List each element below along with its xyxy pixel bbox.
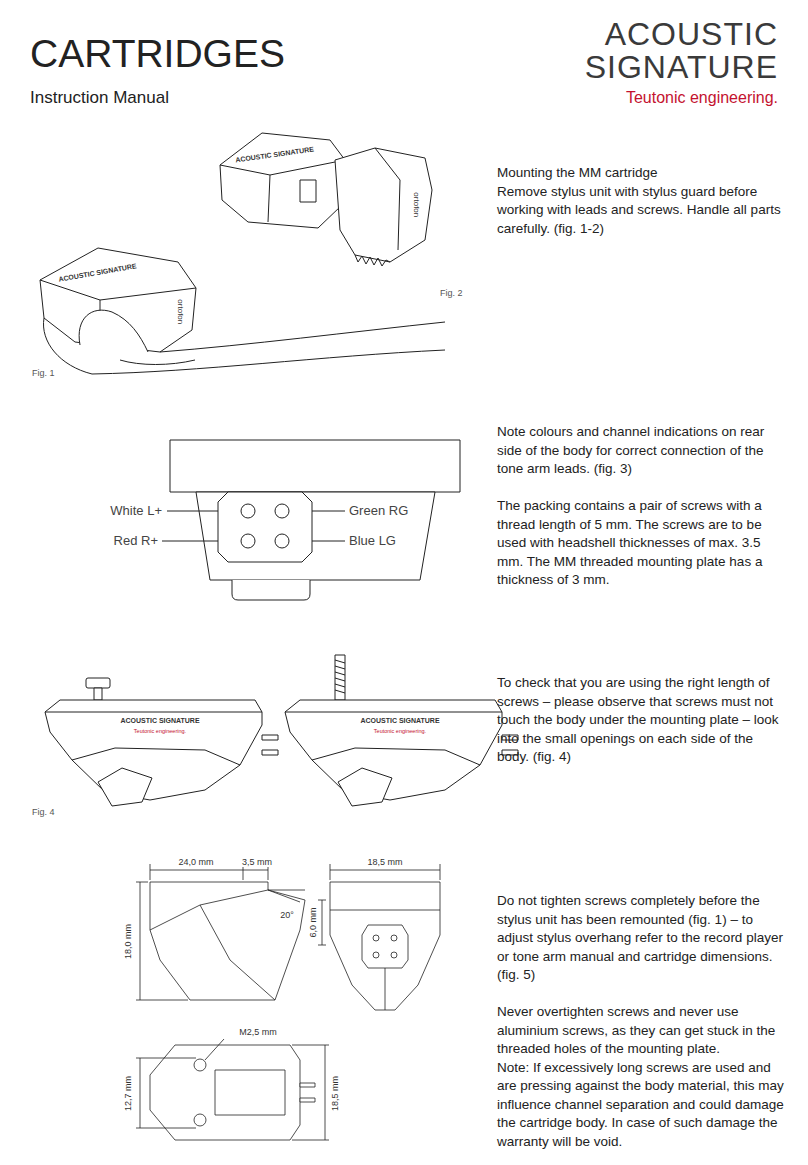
- paragraph: Remove stylus unit with stylus guard bef…: [497, 183, 787, 239]
- fig4-screw-check: [45, 655, 518, 806]
- dimension: 18,5 mm: [331, 1074, 342, 1111]
- cartridge-tagline: Teutonic engineering.: [374, 728, 426, 735]
- cartridge-logo: ACOUSTIC SIGNATURE: [120, 717, 199, 725]
- paragraph: To check that you are using the right le…: [497, 674, 787, 767]
- cartridge-brand: ortofon: [175, 300, 185, 325]
- fig5-dimensions: [136, 864, 440, 1140]
- logo-word: ACOUSTIC: [540, 17, 778, 51]
- cartridge-brand: ortofon: [411, 193, 421, 218]
- figure-label: Fig. 2: [440, 288, 463, 299]
- dimension: M2,5 mm: [238, 1027, 278, 1038]
- cartridge-tagline: Teutonic engineering.: [134, 728, 186, 735]
- tagline: Teutonic engineering.: [540, 88, 778, 108]
- figure-label: Fig. 1: [32, 368, 55, 379]
- dimension: 18,5 mm: [366, 857, 403, 868]
- fig3-rear-view: [162, 440, 460, 600]
- paragraph: Note colours and channel indications on …: [497, 423, 787, 479]
- fig1-cartridge-in-hand: [40, 248, 445, 374]
- pin-label: Green RG: [349, 503, 408, 519]
- paragraph: Never overtighten screws and never use a…: [497, 1003, 787, 1059]
- fig2-separated-parts: [220, 133, 432, 266]
- dimension: 24,0 mm: [177, 857, 214, 868]
- pin-label: Blue LG: [349, 533, 396, 549]
- pin-label: White L+: [20, 503, 162, 519]
- figure-label: Fig. 4: [32, 807, 55, 818]
- dimension: 6,0 mm: [308, 906, 319, 938]
- paragraph: Do not tighten screws completely before …: [497, 892, 787, 985]
- subtitle: Instruction Manual: [30, 88, 169, 108]
- pin-label: Red R+: [20, 533, 158, 549]
- paragraph: The packing contains a pair of screws wi…: [497, 497, 787, 590]
- dimension: 20°: [279, 910, 295, 921]
- dimension: 3,5 mm: [241, 857, 273, 868]
- paragraph-heading: Mounting the MM cartridge: [497, 164, 787, 183]
- logo-word: SIGNATURE: [540, 50, 778, 84]
- cartridge-logo: ACOUSTIC SIGNATURE: [360, 717, 439, 725]
- page-title: CARTRIDGES: [30, 33, 285, 75]
- dimension: 18,0 mm: [124, 922, 135, 959]
- dimension: 12,7 mm: [124, 1074, 135, 1111]
- paragraph: Note: If excessively long screws are use…: [497, 1059, 787, 1152]
